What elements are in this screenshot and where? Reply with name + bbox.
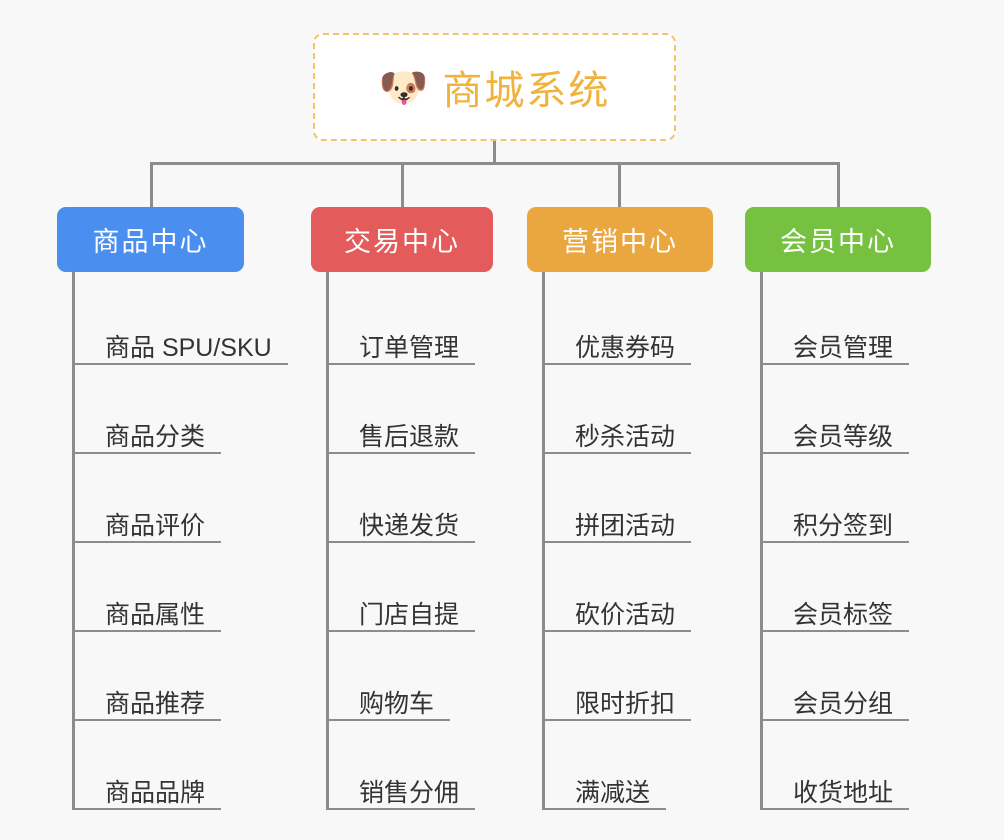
- column-header-3[interactable]: 营销中心: [527, 207, 713, 272]
- list-item[interactable]: 商品属性: [72, 587, 222, 632]
- list-item-label: 商品推荐: [105, 690, 206, 718]
- column-header-3-label: 营销中心: [562, 227, 678, 257]
- list-item[interactable]: 优惠券码: [542, 320, 692, 365]
- list-item[interactable]: 商品品牌: [72, 765, 222, 810]
- list-item-label: 商品 SPU/SKU: [105, 334, 272, 362]
- list-item[interactable]: 收货地址: [760, 765, 910, 810]
- list-item[interactable]: 会员分组: [760, 676, 910, 721]
- list-item-label: 快递发货: [359, 512, 460, 540]
- list-item[interactable]: 商品 SPU/SKU: [72, 320, 288, 365]
- column-header-2[interactable]: 交易中心: [311, 207, 493, 272]
- list-item[interactable]: 售后退款: [326, 409, 476, 454]
- dog-face-icon: 🐶: [378, 66, 429, 110]
- list-item-label: 购物车: [359, 690, 435, 718]
- list-item[interactable]: 秒杀活动: [542, 409, 692, 454]
- root-node-label: 商城系统: [442, 69, 611, 113]
- list-item-label: 限时折扣: [575, 690, 676, 718]
- list-item[interactable]: 订单管理: [326, 320, 476, 365]
- list-item[interactable]: 会员标签: [760, 587, 910, 632]
- list-item[interactable]: 会员管理: [760, 320, 910, 365]
- list-item[interactable]: 商品评价: [72, 498, 222, 543]
- list-item-label: 商品分类: [105, 423, 206, 451]
- list-item[interactable]: 商品推荐: [72, 676, 222, 721]
- column-header-4[interactable]: 会员中心: [745, 207, 931, 272]
- list-item[interactable]: 满减送: [542, 765, 667, 810]
- connector-drop-1: [150, 162, 153, 208]
- connector-drop-3: [618, 162, 621, 208]
- list-item-label: 秒杀活动: [575, 423, 676, 451]
- list-item[interactable]: 门店自提: [326, 587, 476, 632]
- list-item[interactable]: 积分签到: [760, 498, 910, 543]
- connector-drop-4: [837, 162, 840, 208]
- list-item-label: 拼团活动: [575, 512, 676, 540]
- column-header-1-label: 商品中心: [92, 227, 209, 257]
- connector-horizontal-bus: [150, 162, 840, 165]
- column-header-4-label: 会员中心: [780, 227, 896, 257]
- list-item-label: 会员等级: [793, 423, 894, 451]
- list-item-label: 会员分组: [793, 690, 894, 718]
- connector-drop-2: [401, 162, 404, 208]
- list-item[interactable]: 会员等级: [760, 409, 910, 454]
- list-item[interactable]: 限时折扣: [542, 676, 692, 721]
- list-item[interactable]: 销售分佣: [326, 765, 476, 810]
- list-item[interactable]: 商品分类: [72, 409, 222, 454]
- list-item-label: 砍价活动: [575, 601, 676, 629]
- connector-root-stem: [493, 141, 496, 165]
- list-item-label: 优惠券码: [575, 334, 676, 362]
- list-item-label: 商品评价: [105, 512, 206, 540]
- list-item-label: 会员管理: [793, 334, 894, 362]
- list-item-label: 销售分佣: [359, 779, 460, 807]
- column-header-2-label: 交易中心: [344, 227, 460, 257]
- list-item[interactable]: 砍价活动: [542, 587, 692, 632]
- list-item-label: 积分签到: [793, 512, 894, 540]
- list-item-label: 收货地址: [793, 779, 894, 807]
- list-item-label: 商品品牌: [105, 779, 206, 807]
- list-item-label: 商品属性: [105, 601, 206, 629]
- list-item[interactable]: 拼团活动: [542, 498, 692, 543]
- list-item[interactable]: 购物车: [326, 676, 451, 721]
- list-item-label: 满减送: [575, 779, 651, 807]
- list-item-label: 订单管理: [359, 334, 460, 362]
- column-header-1[interactable]: 商品中心: [57, 207, 244, 272]
- list-item[interactable]: 快递发货: [326, 498, 476, 543]
- root-node[interactable]: 🐶 商城系统: [313, 33, 676, 141]
- list-item-label: 售后退款: [359, 423, 460, 451]
- list-item-label: 会员标签: [793, 601, 894, 629]
- list-item-label: 门店自提: [359, 601, 460, 629]
